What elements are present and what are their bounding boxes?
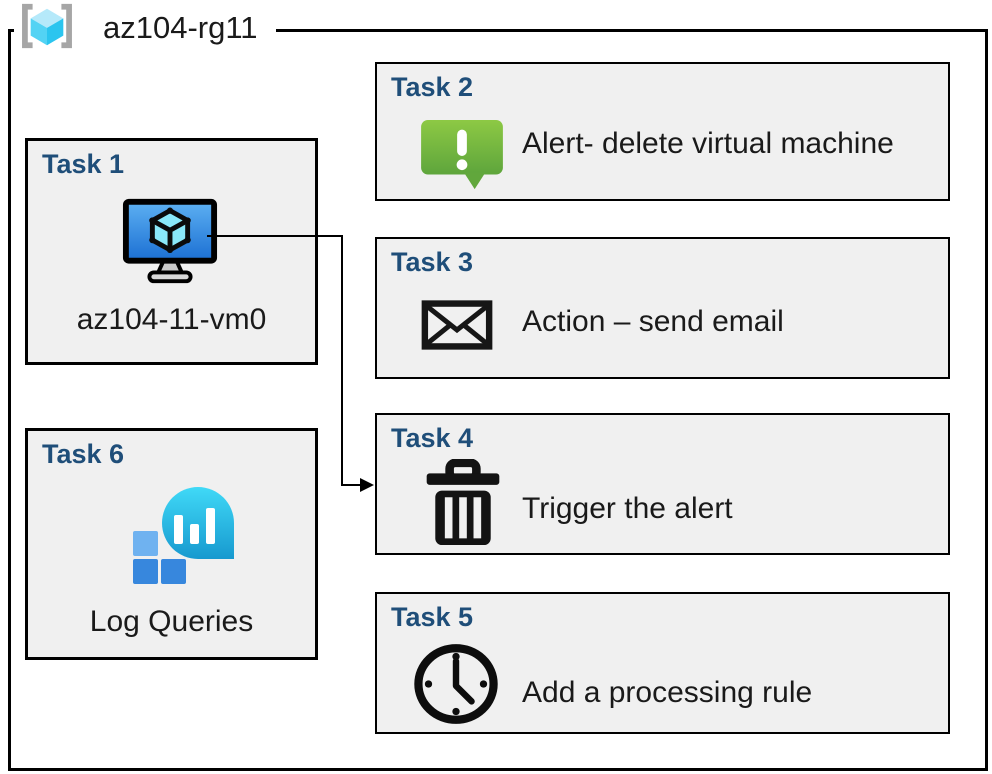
task-box-1: Task 1 az104-11-vm0 [25, 138, 318, 365]
resource-group-icon [18, 2, 76, 55]
task-5-label: Add a processing rule [522, 676, 813, 709]
clock-icon [410, 640, 502, 733]
alert-icon [419, 118, 505, 197]
task-6-title: Task 6 [42, 439, 125, 469]
task-4-label: Trigger the alert [522, 492, 733, 525]
task-box-6: Task 6 Log Queries [25, 428, 318, 660]
task-6-label: Log Queries [89, 605, 254, 638]
task-4-title: Task 4 [391, 423, 474, 453]
resource-group-legend: az104-rg11 [14, 2, 276, 54]
task-box-2: Task 2 Alert- delete virtual machine [375, 62, 950, 201]
task-1-title: Task 1 [42, 149, 125, 179]
task-2-label: Alert- delete virtual machine [522, 127, 894, 160]
task-box-4: Task 4 Trigger the alert [375, 413, 950, 555]
task-box-5: Task 5 Add a processing rule [375, 592, 950, 734]
trash-icon [420, 458, 506, 552]
task-3-title: Task 3 [391, 247, 474, 277]
virtual-machine-icon [121, 197, 219, 294]
task-5-title: Task 5 [391, 602, 474, 632]
task-1-label: az104-11-vm0 [76, 303, 267, 336]
task-box-3: Task 3 Action – send email [375, 237, 950, 379]
task-2-title: Task 2 [391, 72, 474, 102]
task-3-label: Action – send email [522, 305, 784, 338]
resource-group-name: az104-rg11 [103, 10, 258, 45]
log-analytics-icon [131, 484, 237, 591]
email-icon [421, 300, 493, 355]
